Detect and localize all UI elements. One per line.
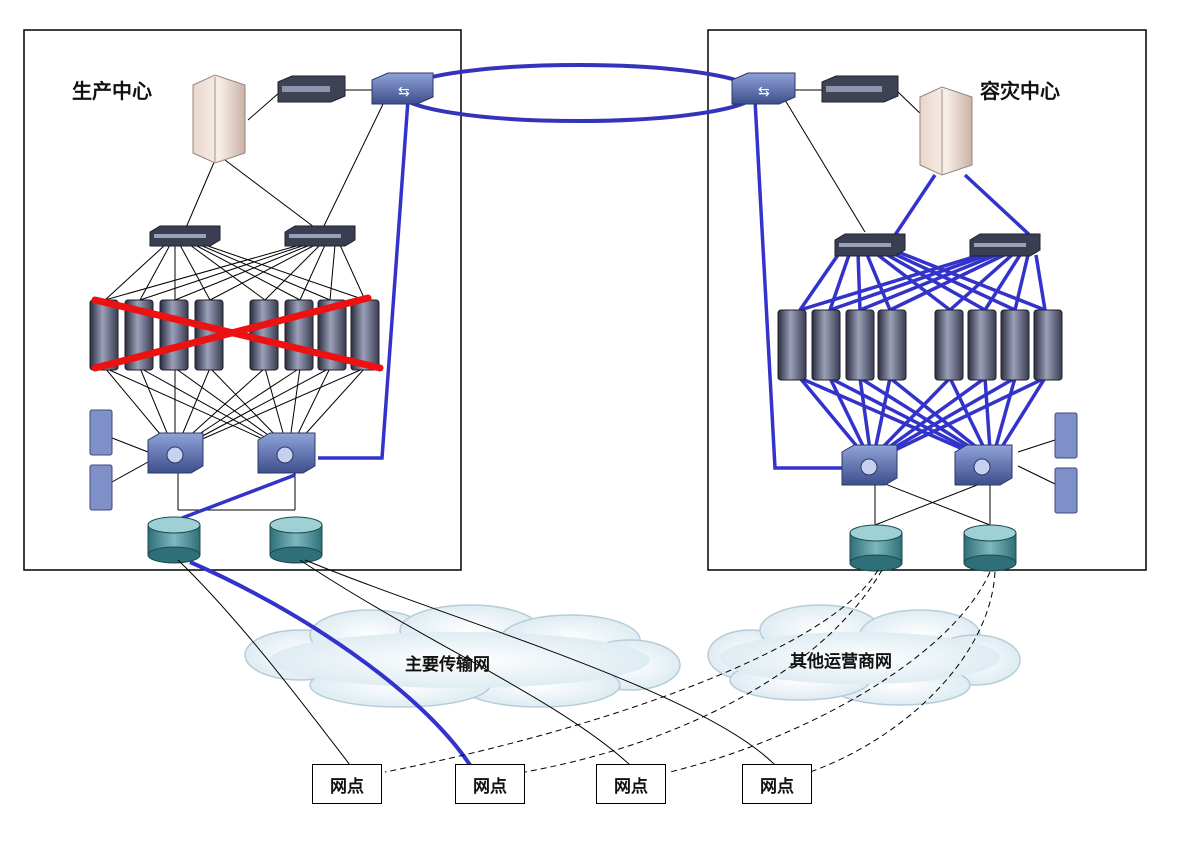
dr-storage-1 xyxy=(1054,412,1078,459)
branch-node-2: 网点 xyxy=(455,764,525,804)
production-center-label: 生产中心 xyxy=(72,79,152,103)
dr-mainframe xyxy=(919,86,973,176)
dr-router-1 xyxy=(849,524,903,572)
other-network-label: 其他运营商网 xyxy=(790,651,892,672)
dr-access-switch-1 xyxy=(834,233,906,257)
dr-server-rack-2 xyxy=(934,309,1063,381)
dr-access-switch-2 xyxy=(969,233,1041,257)
production-router-2 xyxy=(269,516,323,564)
main-network-links xyxy=(177,559,776,766)
dr-san-switch xyxy=(821,75,899,103)
branch-node-3: 网点 xyxy=(596,764,666,804)
dr-distribution-switch-1 xyxy=(841,444,898,486)
production-storage-2 xyxy=(89,464,113,511)
production-access-switch-1 xyxy=(149,225,221,247)
dr-router-2 xyxy=(963,524,1017,572)
production-san-switch xyxy=(277,75,346,103)
production-distribution-switch-2 xyxy=(257,432,316,474)
dr-center-label: 容灾中心 xyxy=(980,79,1060,103)
production-storage-1 xyxy=(89,409,113,456)
production-core-switch: ⇆ xyxy=(371,72,434,105)
dr-distribution-switch-2 xyxy=(954,444,1013,486)
svg-text:⇆: ⇆ xyxy=(398,84,410,100)
production-active-links xyxy=(181,99,410,520)
production-mainframe xyxy=(192,74,246,164)
dr-server-rack-1 xyxy=(777,309,907,381)
production-router-1 xyxy=(147,516,201,564)
dr-core-switch: ⇆ xyxy=(731,72,796,105)
dr-center-box xyxy=(707,29,1147,571)
branch-node-1: 网点 xyxy=(312,764,382,804)
production-center-box xyxy=(23,29,462,571)
failure-cross-mark xyxy=(91,294,384,372)
production-distribution-switch-1 xyxy=(147,432,204,474)
dr-active-links xyxy=(753,99,1047,470)
other-network-links xyxy=(384,569,996,773)
production-access-switch-2 xyxy=(284,225,356,247)
production-server-rack-1 xyxy=(89,299,224,371)
main-network-cloud xyxy=(244,604,681,708)
main-network-label: 主要传输网 xyxy=(405,654,490,675)
branch-node-4: 网点 xyxy=(742,764,812,804)
production-links xyxy=(104,89,386,511)
interconnect-ring xyxy=(398,63,758,123)
svg-text:⇆: ⇆ xyxy=(758,84,770,100)
dr-storage-2 xyxy=(1054,467,1078,514)
other-network-cloud xyxy=(707,604,1021,706)
main-network-active-link xyxy=(189,560,472,767)
